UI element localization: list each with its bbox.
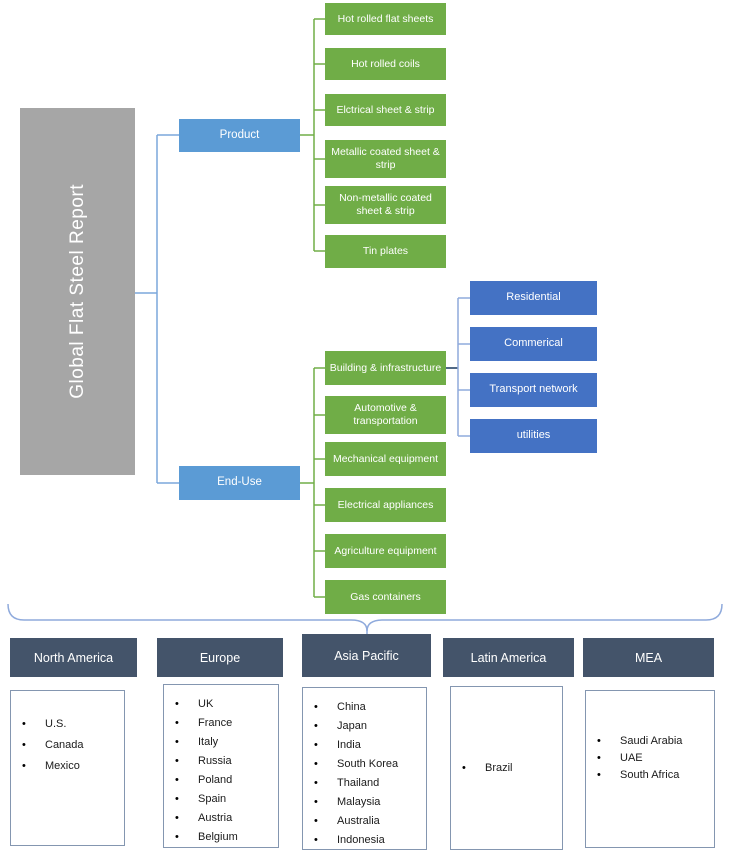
list-item: UAE [586,750,714,767]
region-list-asia-pacific: China Japan India South Korea Thailand M… [302,687,427,850]
bullet-icon [462,758,485,778]
list-item: India [303,736,426,755]
bullet-icon [175,790,198,809]
bullet-icon [175,771,198,790]
region-header-europe: Europe [157,638,283,677]
list-item: Russia [164,752,278,771]
product-leaf: Elctrical sheet & strip [325,94,446,126]
end-use-leaf: Automotive & transportation [325,396,446,434]
list-item: UK [164,695,278,714]
product-leaf: Non-metallic coated sheet & strip [325,186,446,224]
region-list-europe: UK France Italy Russia Poland Spain Aust… [163,684,279,848]
building-sub-leaf: Residential [470,281,597,315]
list-item: South Korea [303,755,426,774]
list-item: Poland [164,771,278,790]
list-item: Thailand [303,774,426,793]
list-item: Indonesia [303,831,426,850]
bullet-icon [314,831,337,850]
bullet-icon [314,812,337,831]
list-item: Italy [164,733,278,752]
bullet-icon [175,733,198,752]
list-item: Canada [11,735,124,756]
product-leaf: Tin plates [325,235,446,268]
root-branch-lines [135,134,179,484]
product-leaf: Hot rolled coils [325,48,446,80]
region-list-mea: Saudi Arabia UAE South Africa [585,690,715,848]
building-sub-leaf: Transport network [470,373,597,407]
bullet-icon [175,752,198,771]
list-item: U.S. [11,714,124,735]
bullet-icon [597,767,620,784]
list-item: Australia [303,812,426,831]
report-root-box: Global Flat Steel Report [20,108,135,475]
bullet-icon [314,717,337,736]
list-item: Saudi Arabia [586,733,714,750]
bullet-icon [175,809,198,828]
bullet-icon [597,750,620,767]
building-sub-lines [457,297,470,437]
bullet-icon [22,756,45,777]
bullet-icon [22,714,45,735]
list-item: Malaysia [303,793,426,812]
region-list-latin-america: Brazil [450,686,563,850]
list-item: Brazil [451,758,562,778]
product-leaf: Metallic coated sheet & strip [325,140,446,178]
end-use-leaf: Gas containers [325,580,446,614]
list-item: Japan [303,717,426,736]
list-item: Belgium [164,828,278,847]
list-item: France [164,714,278,733]
end-use-leaf: Electrical appliances [325,488,446,522]
region-header-asia-pacific: Asia Pacific [302,634,431,677]
bullet-icon [314,755,337,774]
region-header-latin-america: Latin America [443,638,574,677]
end-use-leaf: Agriculture equipment [325,534,446,568]
region-list-north-america: U.S. Canada Mexico [10,690,125,846]
branch-end-use: End-Use [179,466,300,500]
report-title: Global Flat Steel Report [66,184,88,399]
end-use-leaf: Building & infrastructure [325,351,446,385]
region-header-mea: MEA [583,638,714,677]
list-item: China [303,698,426,717]
bullet-icon [175,714,198,733]
bullet-icon [597,733,620,750]
bullet-icon [175,828,198,847]
list-item: Spain [164,790,278,809]
branch-product: Product [179,119,300,152]
product-branch-lines [300,18,325,252]
bullet-icon [314,736,337,755]
list-item: Austria [164,809,278,828]
product-leaf: Hot rolled flat sheets [325,3,446,35]
list-item: South Africa [586,767,714,784]
end-use-leaf: Mechanical equipment [325,442,446,476]
bullet-icon [22,735,45,756]
enduse-branch-lines [300,367,325,598]
bullet-icon [314,793,337,812]
list-item: Mexico [11,756,124,777]
region-header-north-america: North America [10,638,137,677]
bullet-icon [175,695,198,714]
bullet-icon [314,698,337,717]
bullet-icon [314,774,337,793]
building-sub-leaf: utilities [470,419,597,453]
building-sub-leaf: Commerical [470,327,597,361]
